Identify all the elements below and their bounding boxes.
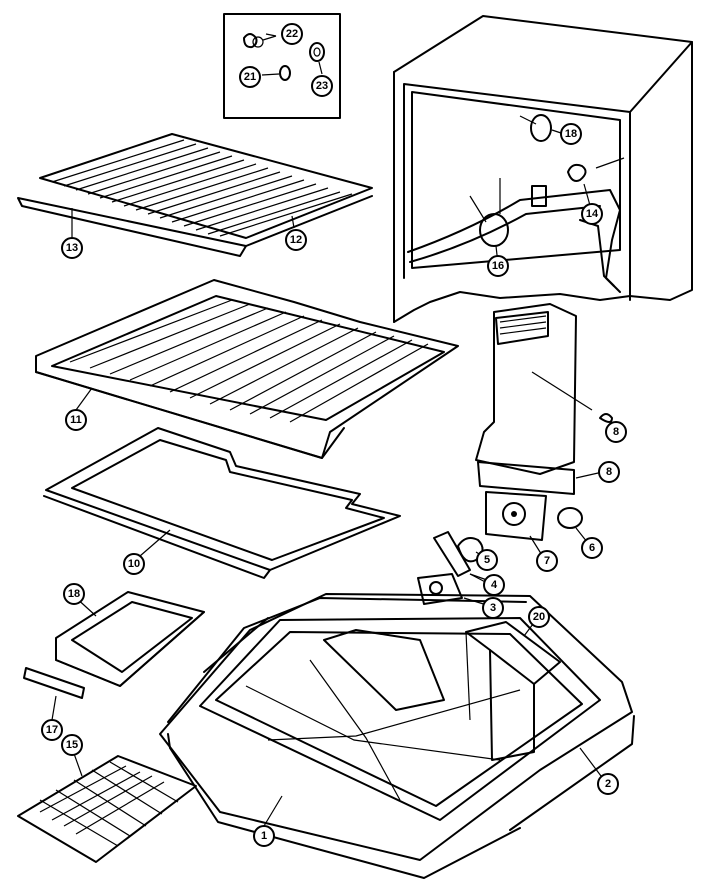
wire-shelf [17, 133, 373, 257]
callout-label: 3 [490, 602, 496, 614]
meat-pan [23, 591, 205, 699]
callout-8-cover: 8 [598, 461, 620, 483]
callout-label: 7 [544, 555, 550, 567]
callout-1: 1 [253, 825, 275, 847]
callout-label: 10 [128, 558, 140, 570]
callout-22: 22 [281, 23, 303, 45]
callout-label: 20 [533, 611, 545, 623]
crisper-glass [43, 427, 401, 579]
callout-7: 7 [536, 550, 558, 572]
callout-13: 13 [61, 237, 83, 259]
callout-12: 12 [285, 229, 307, 251]
callout-6: 6 [581, 537, 603, 559]
callout-16: 16 [487, 255, 509, 277]
callout-10: 10 [123, 553, 145, 575]
callout-15: 15 [61, 734, 83, 756]
callout-label: 22 [286, 28, 298, 40]
callout-label: 5 [484, 554, 490, 566]
callout-11: 11 [65, 409, 87, 431]
callout-label: 18 [68, 588, 80, 600]
callout-label: 12 [290, 234, 302, 246]
callout-18-pan: 18 [63, 583, 85, 605]
callout-label: 16 [492, 260, 504, 272]
callout-label: 13 [66, 242, 78, 254]
callout-label: 17 [46, 724, 58, 736]
callout-21: 21 [239, 66, 261, 88]
callout-18-socket: 18 [560, 123, 582, 145]
callout-label: 6 [589, 542, 595, 554]
callout-label: 2 [605, 778, 611, 790]
callout-label: 23 [316, 80, 328, 92]
callout-label: 18 [565, 128, 577, 140]
refrigerator-base [159, 593, 635, 879]
callout-label: 8 [613, 426, 619, 438]
callout-label: 11 [70, 414, 82, 426]
callout-2: 2 [597, 773, 619, 795]
callout-label: 21 [244, 71, 256, 83]
callout-4: 4 [483, 574, 505, 596]
cabinet-liner [393, 15, 693, 323]
leader-lines [51, 33, 608, 827]
callout-8-screw: 8 [605, 421, 627, 443]
hardware-inset [223, 13, 341, 119]
callout-label: 14 [586, 208, 599, 220]
callout-label: 4 [491, 579, 498, 591]
callout-3: 3 [482, 597, 504, 619]
callout-20: 20 [528, 606, 550, 628]
callout-label: 8 [606, 466, 612, 478]
callout-5: 5 [476, 549, 498, 571]
callout-label: 15 [66, 739, 78, 751]
crisper-cover-frame [35, 279, 459, 459]
evaporator-cover-assembly [417, 303, 613, 605]
callout-label: 1 [261, 830, 267, 842]
callout-14: 14 [581, 203, 603, 225]
ice-tray [17, 755, 197, 863]
callout-23: 23 [311, 75, 333, 97]
callout-17: 17 [41, 719, 63, 741]
